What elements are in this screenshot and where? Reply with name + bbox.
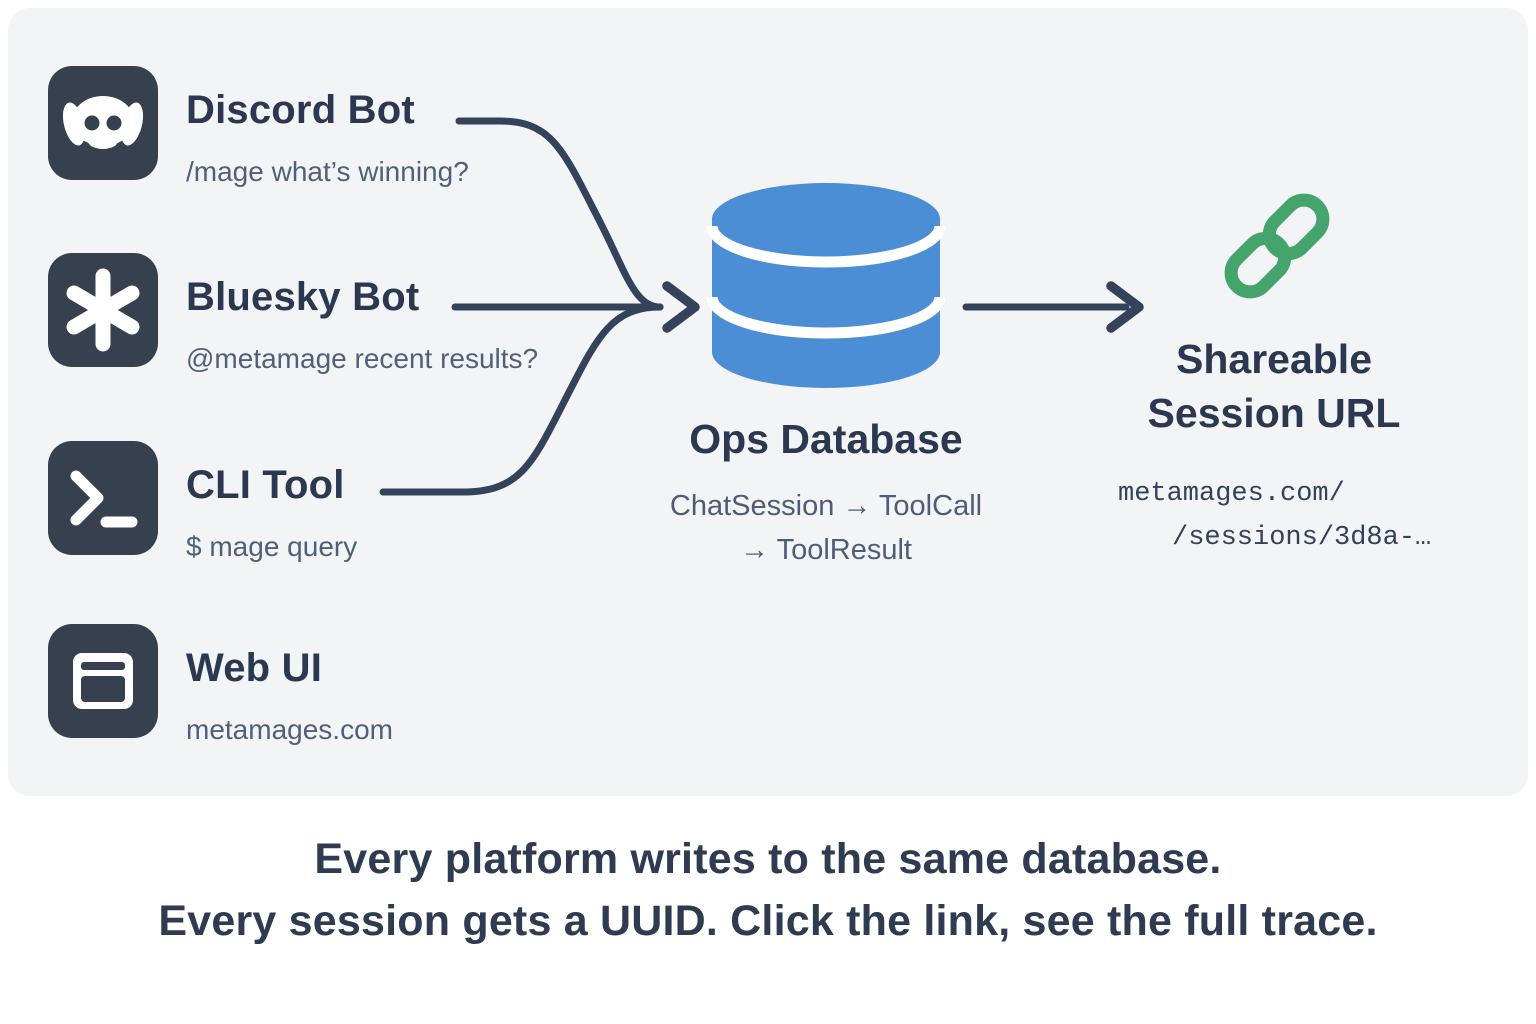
caption: Every platform writes to the same databa…: [0, 828, 1536, 952]
discord-icon: [48, 66, 158, 180]
source-row-discord: Discord Bot /mage what’s winning?: [48, 66, 469, 188]
database-schema: ChatSession → ToolCall → ToolResult: [596, 484, 1056, 572]
share-url-line1: metamages.com/: [1118, 479, 1345, 509]
database-schema-line2: → ToolResult: [740, 534, 912, 566]
source-title: Web UI: [186, 646, 323, 690]
database-schema-line1: ChatSession → ToolCall: [669, 490, 983, 522]
database-title: Ops Database: [689, 416, 963, 462]
source-subtitle: metamages.com: [186, 714, 393, 745]
link-icon: [1224, 193, 1330, 299]
terminal-icon: [48, 441, 158, 555]
share-title: Shareable Session URL: [1074, 332, 1474, 440]
source-row-web: Web UI metamages.com: [48, 624, 393, 746]
share-title-line1: Shareable: [1176, 336, 1372, 382]
source-subtitle: /mage what’s winning?: [186, 156, 469, 187]
source-row-bluesky: Bluesky Bot @metamage recent results?: [48, 253, 538, 375]
bluesky-asterisk-icon: [48, 253, 158, 367]
source-row-cli: CLI Tool $ mage query: [48, 441, 357, 563]
source-subtitle: @metamage recent results?: [186, 343, 539, 374]
source-title: CLI Tool: [186, 463, 345, 507]
source-subtitle: $ mage query: [186, 531, 358, 562]
source-title: Bluesky Bot: [186, 275, 420, 319]
caption-line1: Every platform writes to the same databa…: [314, 835, 1222, 883]
diagram-panel: [8, 8, 1528, 796]
source-title: Discord Bot: [186, 88, 415, 132]
caption-line2: Every session gets a UUID. Click the lin…: [158, 897, 1378, 945]
share-url-line2: /sessions/3d8a-…: [1172, 523, 1432, 553]
share-url: metamages.com/ /sessions/3d8a-…: [1118, 472, 1431, 560]
share-title-line2: Session URL: [1147, 390, 1401, 436]
browser-icon: [48, 624, 158, 738]
